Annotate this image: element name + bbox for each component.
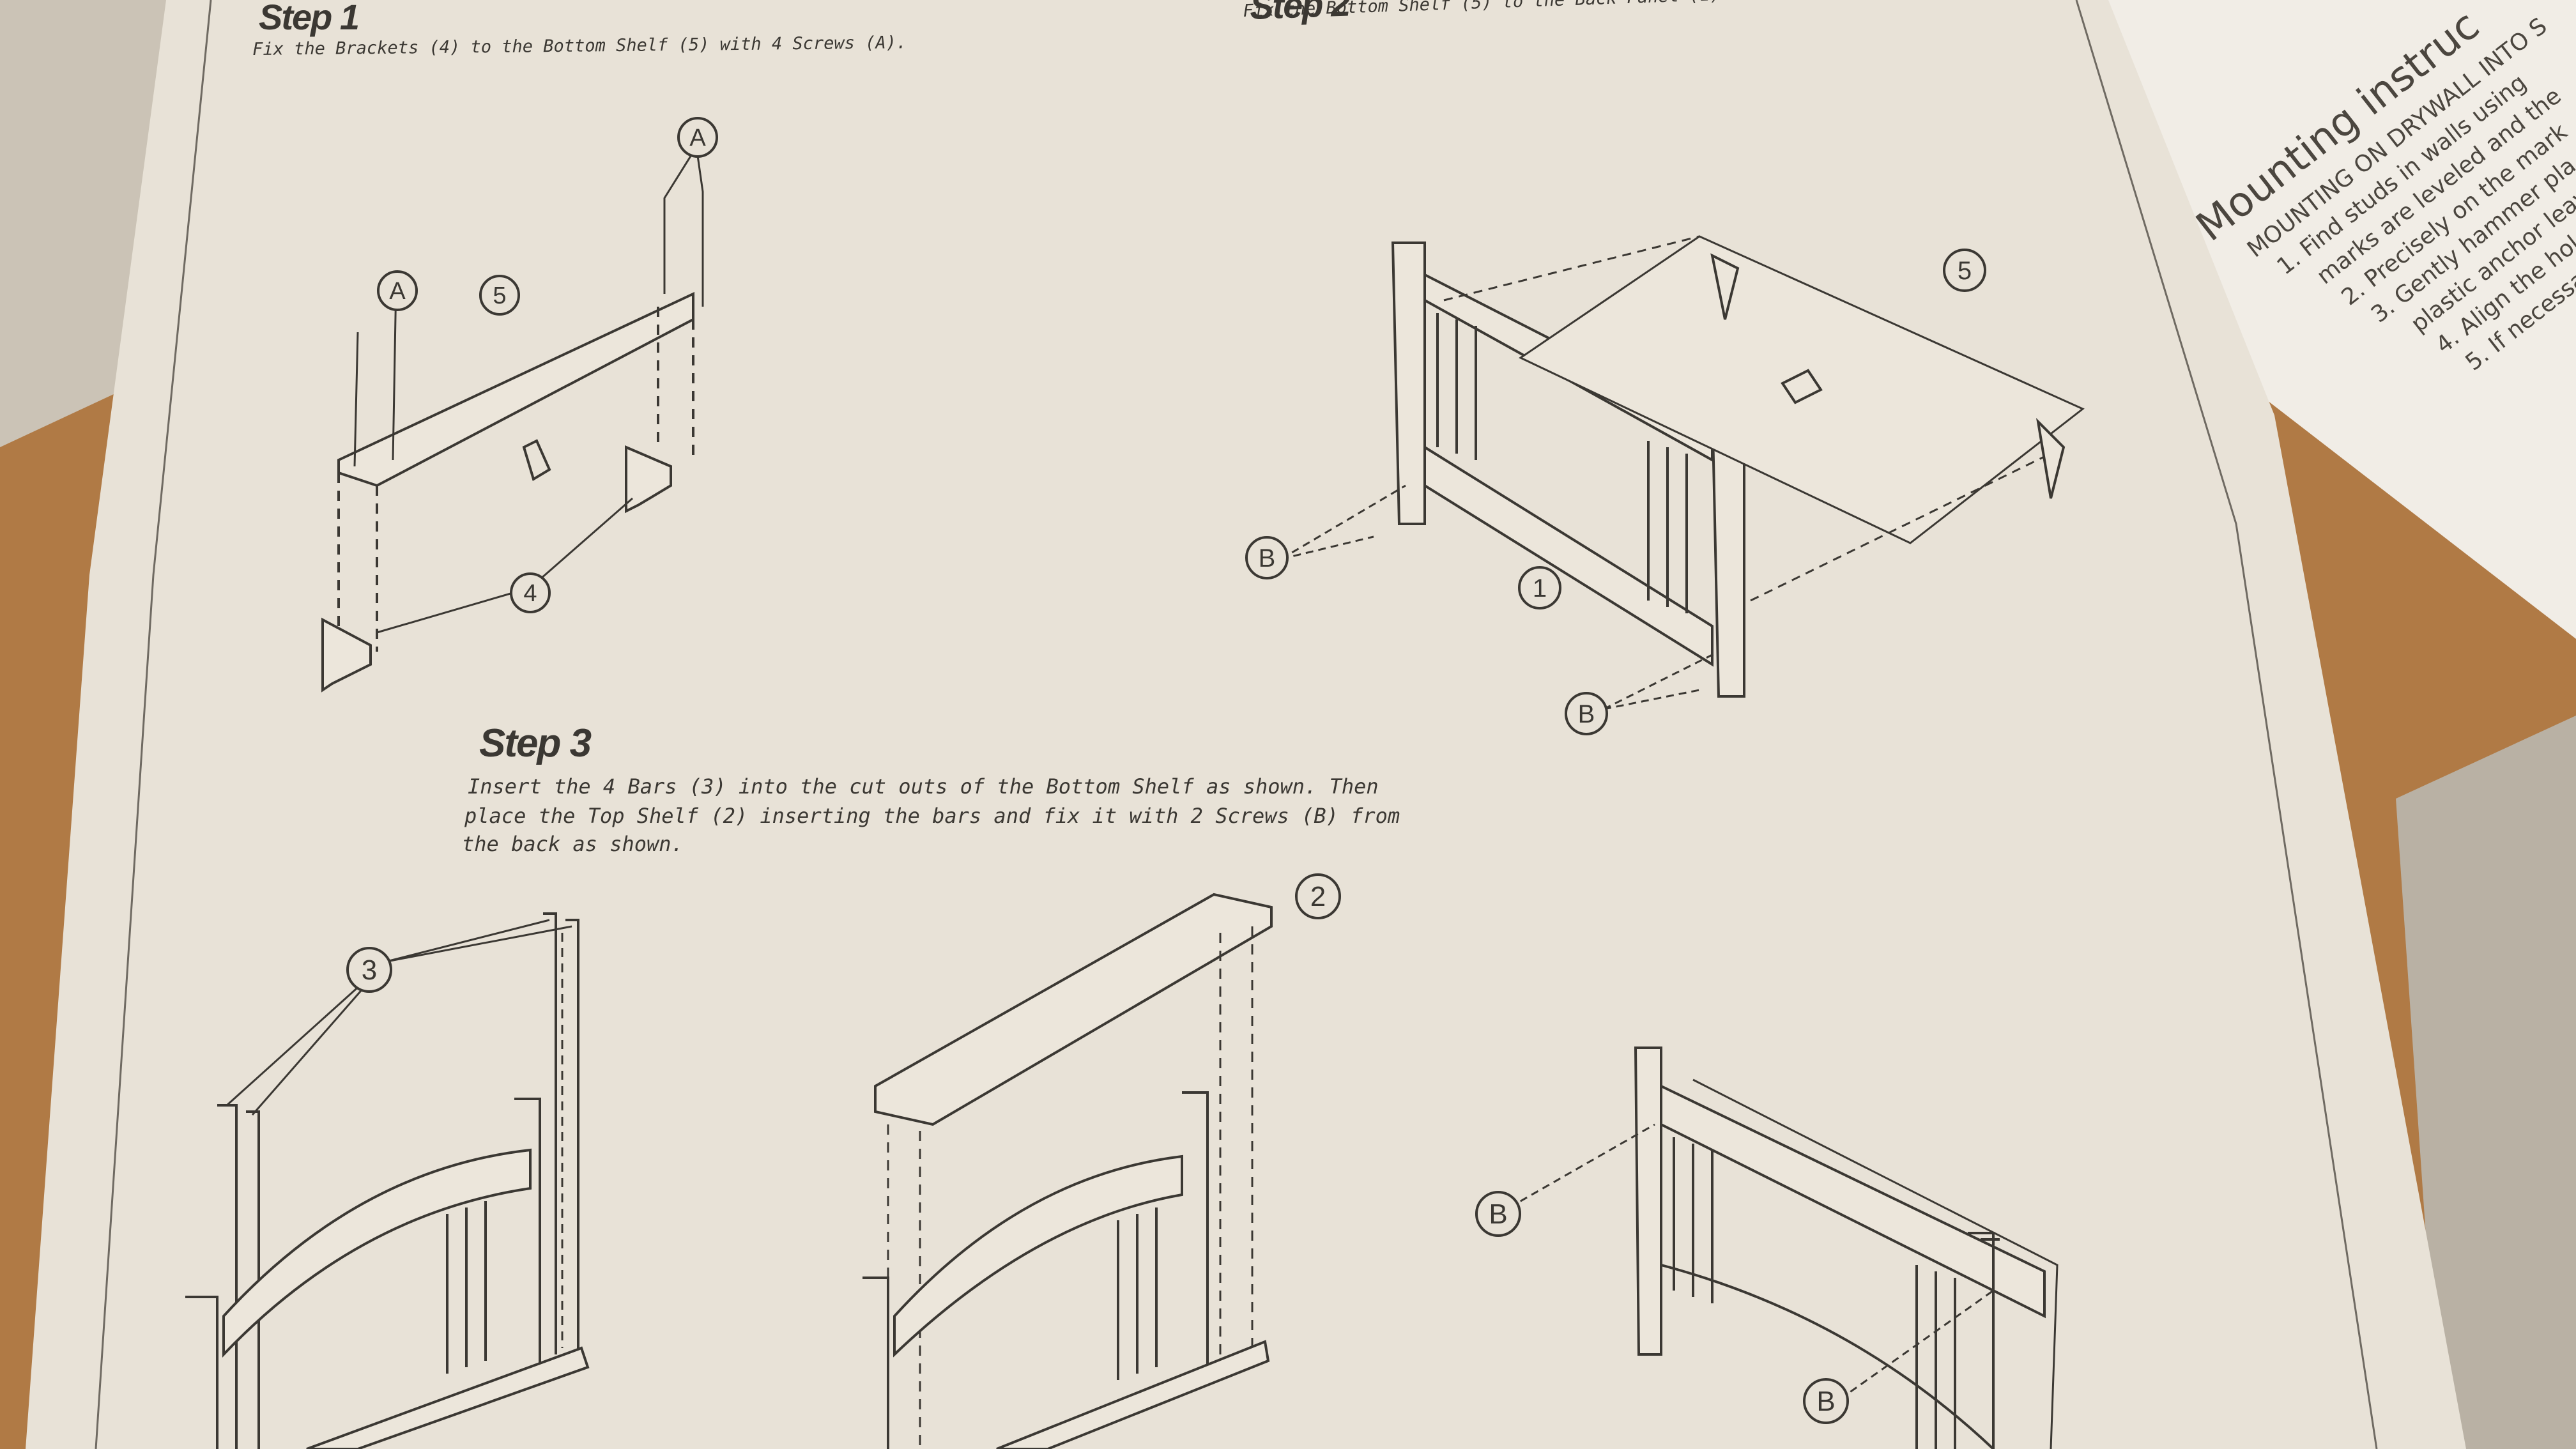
carpet-right <box>2396 716 2576 1449</box>
paper-border-left <box>95 0 212 1449</box>
svg-text:B: B <box>1259 544 1276 572</box>
svg-text:5: 5 <box>1958 257 1972 285</box>
step1-diagram <box>321 146 704 693</box>
callout-step2-B-bottom: B <box>1565 692 1608 735</box>
callout-step2-5: 5 <box>1943 249 1986 292</box>
svg-text:1: 1 <box>1533 574 1547 602</box>
callout-step3-2: 2 <box>1295 873 1341 919</box>
callouts: A A 5 4 5 B 1 B <box>346 117 1986 1424</box>
paper-border-right <box>2075 0 2378 1449</box>
callout-step2-B-left: B <box>1245 536 1289 579</box>
step3-description-line-3: the back as shown. <box>462 832 684 856</box>
step3-diagram-left <box>185 912 590 1449</box>
svg-text:B: B <box>1489 1199 1507 1230</box>
callout-step1-4: 4 <box>510 572 551 613</box>
svg-text:B: B <box>1816 1386 1835 1417</box>
svg-text:2: 2 <box>1310 881 1326 912</box>
callout-step3-3: 3 <box>346 947 392 993</box>
svg-text:A: A <box>689 125 706 151</box>
svg-text:B: B <box>1578 700 1595 728</box>
callout-step1-A-left: A <box>377 270 418 311</box>
step1-title: Step 1 <box>259 0 360 37</box>
step2-diagram <box>1280 235 2085 710</box>
callout-step3-B-left: B <box>1475 1191 1521 1237</box>
callout-step2-1: 1 <box>1518 566 1561 610</box>
step3-diagram-right <box>1498 1046 2058 1449</box>
callout-step1-5: 5 <box>479 275 520 316</box>
step3-title: Step 3 <box>479 721 592 765</box>
svg-text:3: 3 <box>362 954 377 986</box>
svg-text:5: 5 <box>493 282 506 309</box>
callout-step1-A-top: A <box>677 117 718 158</box>
step3-diagram-middle <box>862 893 1273 1449</box>
svg-text:A: A <box>389 278 406 305</box>
callout-step3-B-bottom: B <box>1803 1378 1849 1424</box>
svg-text:4: 4 <box>523 580 537 607</box>
step3-description-line-2: place the Top Shelf (2) inserting the ba… <box>464 804 1400 828</box>
side-instruction-sheet <box>2096 0 2576 639</box>
step3-description-line-1: Insert the 4 Bars (3) into the cut outs … <box>468 774 1379 799</box>
